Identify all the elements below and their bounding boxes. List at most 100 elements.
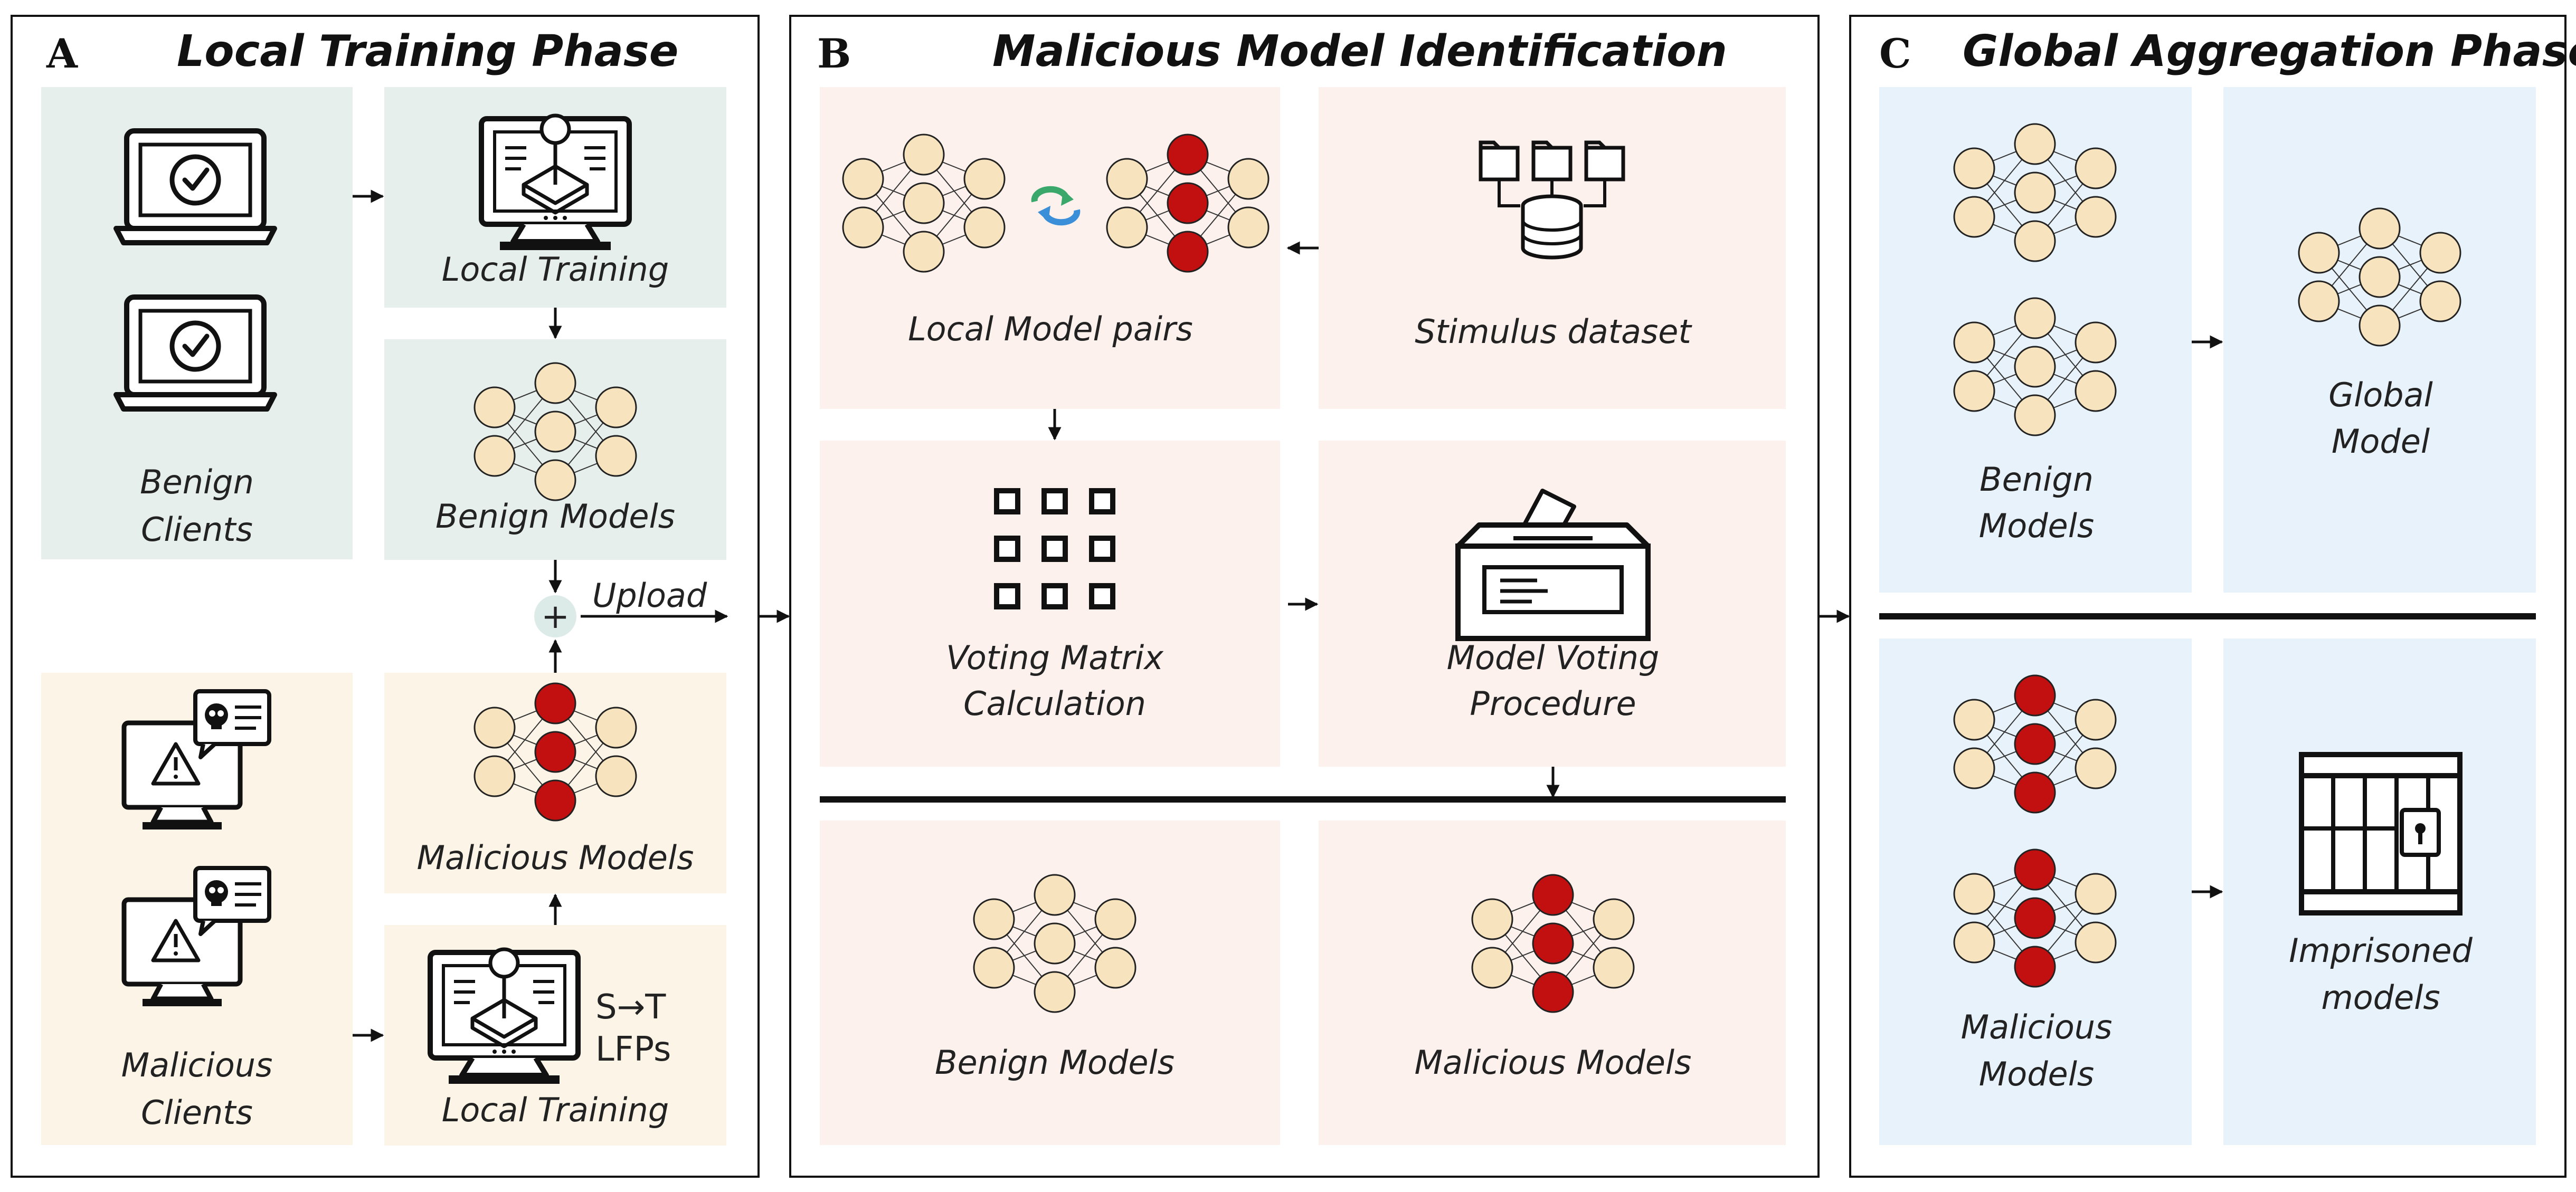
nn-node: [1471, 898, 1513, 940]
nn-node: [595, 707, 637, 749]
malicious-models-label-a: Malicious Models: [417, 838, 694, 877]
laptop-check-icon: [113, 128, 277, 245]
aggregate-plus-circle: [534, 595, 576, 637]
nn-node: [1953, 147, 1995, 189]
local-model-pairs-label: Local Model pairs: [908, 310, 1193, 348]
panel-a-letter: A: [46, 30, 78, 77]
nn-node: [473, 435, 516, 477]
nn-node: [2298, 232, 2340, 274]
neural-network-malicious-b: [1471, 874, 1635, 1013]
nn-node: [1593, 898, 1635, 940]
stimulus-dataset-label: Stimulus dataset: [1415, 312, 1692, 351]
nn-node: [534, 362, 576, 404]
nn-node: [1034, 971, 1076, 1013]
panel-c-title: Global Aggregation Phase: [1963, 26, 2576, 77]
swap-arrows-icon: [1031, 186, 1081, 226]
benign-clients-label: Clients: [141, 510, 253, 549]
nn-node: [2075, 873, 2117, 915]
malicious-clients-label: Clients: [141, 1093, 253, 1132]
nn-node: [2014, 346, 2056, 388]
benign-clients-label: Benign: [140, 463, 254, 501]
nn-node: [973, 898, 1015, 940]
upload-label: Upload: [592, 576, 707, 615]
nn-node-malicious: [1167, 182, 1209, 224]
jail-cell-icon: [2299, 752, 2463, 916]
nn-node: [842, 206, 884, 249]
nn-node: [2075, 747, 2117, 789]
nn-node: [2075, 321, 2117, 364]
nn-node-malicious: [1532, 922, 1574, 965]
nn-node-malicious: [1532, 971, 1574, 1013]
nn-node: [1471, 947, 1513, 989]
nn-node-malicious: [2014, 771, 2056, 814]
monitor-training-icon: [479, 113, 632, 250]
nn-node: [842, 158, 884, 200]
nn-node: [534, 411, 576, 453]
model-voting-label: Model Voting: [1447, 638, 1660, 677]
malicious-models-box-c: [1879, 638, 2192, 1145]
nn-node: [1953, 873, 1995, 915]
malicious-models-label-c: Malicious: [1961, 1008, 2113, 1046]
nn-node-malicious: [1167, 231, 1209, 273]
nn-node: [903, 133, 945, 176]
nn-node: [1106, 158, 1148, 200]
nn-node: [1953, 921, 1995, 964]
nn-node: [2014, 171, 2056, 214]
voting-matrix-label: Voting Matrix: [946, 638, 1164, 677]
nn-node: [1227, 206, 1270, 249]
nn-node: [1094, 898, 1137, 940]
nn-node: [473, 755, 516, 797]
nn-node: [903, 182, 945, 224]
benign-models-box-c: [1879, 87, 2192, 593]
nn-node-malicious: [2014, 674, 2056, 717]
benign-models-label-a: Benign Models: [435, 497, 675, 536]
benign-models-label-b: Benign Models: [935, 1043, 1175, 1082]
nn-node: [2075, 196, 2117, 238]
global-model-label: Model: [2332, 422, 2430, 461]
nn-node: [2419, 232, 2461, 274]
malicious-models-label-c: Models: [1979, 1055, 2094, 1093]
global-model-label: Global: [2328, 376, 2433, 414]
nn-node: [473, 707, 516, 749]
nn-node: [2075, 921, 2117, 964]
monitor-skull-warning-icon: [121, 689, 271, 829]
nn-node-malicious: [1532, 874, 1574, 916]
attack-label-line1: S→T: [595, 988, 666, 1027]
nn-node: [2014, 394, 2056, 436]
nn-node: [2359, 256, 2401, 298]
plus-icon: +: [541, 597, 570, 636]
nn-node: [595, 755, 637, 797]
nn-node-malicious: [2014, 946, 2056, 988]
nn-node: [1953, 196, 1995, 238]
local-training-label-top: Local Training: [442, 250, 669, 289]
neural-network-benign-a: [473, 362, 637, 501]
nn-node: [2298, 280, 2340, 322]
nn-node: [1106, 206, 1148, 249]
nn-node: [963, 206, 1006, 249]
benign-models-label-c: Benign: [1980, 460, 2094, 499]
nn-node: [1593, 947, 1635, 989]
malicious-clients-label: Malicious: [121, 1046, 273, 1084]
panel-c-frame: [1849, 15, 2566, 1178]
attack-label-line2: LFPs: [595, 1030, 671, 1069]
neural-network-malicious-c1: [1953, 674, 2117, 814]
local-training-label-bottom: Local Training: [442, 1091, 669, 1129]
imprisoned-models-label: models: [2321, 978, 2440, 1017]
monitor-training-icon: [428, 947, 581, 1084]
imprisoned-models-label: Imprisoned: [2289, 931, 2473, 970]
voting-matrix-label: Calculation: [963, 684, 1146, 723]
nn-node: [1953, 699, 1995, 741]
nn-node: [1034, 922, 1076, 965]
nn-node: [595, 435, 637, 477]
panel-c-letter: C: [1879, 30, 1911, 77]
neural-network-benign-b: [973, 874, 1137, 1013]
model-pairs-box: [820, 87, 1280, 409]
neural-network-global: [2298, 207, 2461, 347]
nn-node: [2075, 699, 2117, 741]
panel-b-frame: [789, 15, 1820, 1178]
neural-network-benign-c1: [1953, 123, 2117, 262]
nn-node: [2075, 370, 2117, 412]
nn-node-malicious: [1167, 133, 1209, 176]
nn-node-malicious: [2014, 897, 2056, 939]
